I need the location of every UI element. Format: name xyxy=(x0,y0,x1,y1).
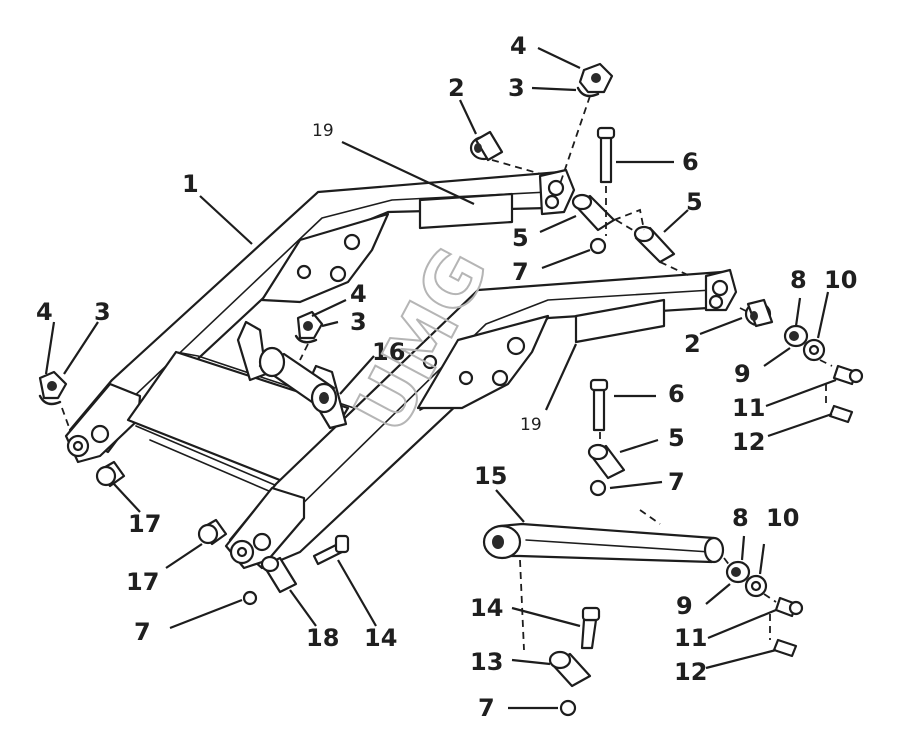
gusset-hole xyxy=(458,370,474,386)
bushing-top xyxy=(469,130,504,162)
callout-14: 14 xyxy=(470,594,503,622)
leader-1 xyxy=(199,195,253,245)
gusset-hole xyxy=(506,336,526,356)
callout-11: 11 xyxy=(674,624,707,652)
nut-lower-left xyxy=(242,590,258,606)
callout-7: 7 xyxy=(668,468,685,496)
decal-plate-front xyxy=(574,298,666,344)
cross-tube xyxy=(126,350,350,490)
callout-10: 10 xyxy=(766,504,799,532)
pin-top-2 xyxy=(633,225,676,264)
callout-8: 8 xyxy=(732,504,749,532)
callout-5: 5 xyxy=(686,188,703,216)
callout-5: 5 xyxy=(512,224,529,252)
pin-13 xyxy=(548,650,592,688)
callout-5: 5 xyxy=(668,424,685,452)
callout-11: 11 xyxy=(732,394,765,422)
callout-17: 17 xyxy=(128,510,161,538)
grease-fitting-upper xyxy=(828,404,854,424)
callout-12: 12 xyxy=(732,428,765,456)
loader-frame xyxy=(64,168,738,570)
callout-18: 18 xyxy=(306,624,339,652)
callout-17: 17 xyxy=(126,568,159,596)
callout-12: 12 xyxy=(674,658,707,686)
gusset-hole xyxy=(296,264,312,280)
washer-8-right-lower xyxy=(725,560,751,584)
bushing-right xyxy=(744,298,774,328)
bolt-middle xyxy=(589,378,609,432)
callout-4: 4 xyxy=(350,280,367,308)
hydraulic-cylinder xyxy=(482,522,725,564)
callout-4: 4 xyxy=(510,32,527,60)
pin-18 xyxy=(260,555,298,594)
callout-2: 2 xyxy=(448,74,465,102)
callout-4: 4 xyxy=(36,298,53,326)
nut-top xyxy=(589,237,607,255)
nut-middle xyxy=(589,479,607,497)
gusset-hole xyxy=(329,265,347,283)
callout-1: 1 xyxy=(182,170,199,198)
bushing-17-lower xyxy=(197,518,228,546)
callout-19: 19 xyxy=(520,415,542,435)
callout-9: 9 xyxy=(676,592,693,620)
washer-10-right-upper xyxy=(802,338,826,362)
callout-8: 8 xyxy=(790,266,807,294)
pin-middle xyxy=(587,443,626,480)
lynch-pin-top xyxy=(576,62,614,98)
callout-6: 6 xyxy=(682,148,699,176)
callout-10: 10 xyxy=(824,266,857,294)
bushing-17-upper xyxy=(95,460,126,488)
callout-7: 7 xyxy=(478,694,495,722)
callout-3: 3 xyxy=(350,308,367,336)
callout-15: 15 xyxy=(474,462,507,490)
callout-3: 3 xyxy=(508,74,525,102)
washer-10-right-lower xyxy=(744,574,768,598)
bolt-14-bottom xyxy=(580,606,601,650)
callout-13: 13 xyxy=(470,648,503,676)
gusset-hole xyxy=(343,233,361,251)
gusset-hole xyxy=(491,369,509,387)
lynch-pin-middle xyxy=(294,310,324,344)
gusset-hole xyxy=(422,354,438,370)
loose-parts xyxy=(38,62,864,717)
callout-6: 6 xyxy=(668,380,685,408)
bolt-14-lower-left xyxy=(312,534,350,566)
leader-lines xyxy=(44,47,837,710)
assembly-lines xyxy=(61,95,833,651)
washer-8-right-upper xyxy=(783,324,809,348)
grease-fitting-lower xyxy=(772,638,798,658)
callout-7: 7 xyxy=(512,258,529,286)
callout-14: 14 xyxy=(364,624,397,652)
bolt-top xyxy=(596,126,616,184)
callout-7: 7 xyxy=(134,618,151,646)
lynch-pin-left xyxy=(38,370,68,406)
callout-2: 2 xyxy=(684,330,701,358)
bolt-11-right-upper xyxy=(832,364,864,386)
callout-16: 16 xyxy=(372,338,405,366)
callout-labels: 1 2 2 3 3 3 4 4 4 5 5 5 6 6 7 7 7 7 8 8 … xyxy=(36,32,857,722)
bolt-11-right-lower xyxy=(774,596,804,618)
pin-top-1 xyxy=(571,193,616,232)
decal-plate-rear xyxy=(418,192,514,230)
nut-bottom xyxy=(559,699,577,717)
callout-19: 19 xyxy=(312,121,334,141)
callout-9: 9 xyxy=(734,360,751,388)
callout-3: 3 xyxy=(94,298,111,326)
